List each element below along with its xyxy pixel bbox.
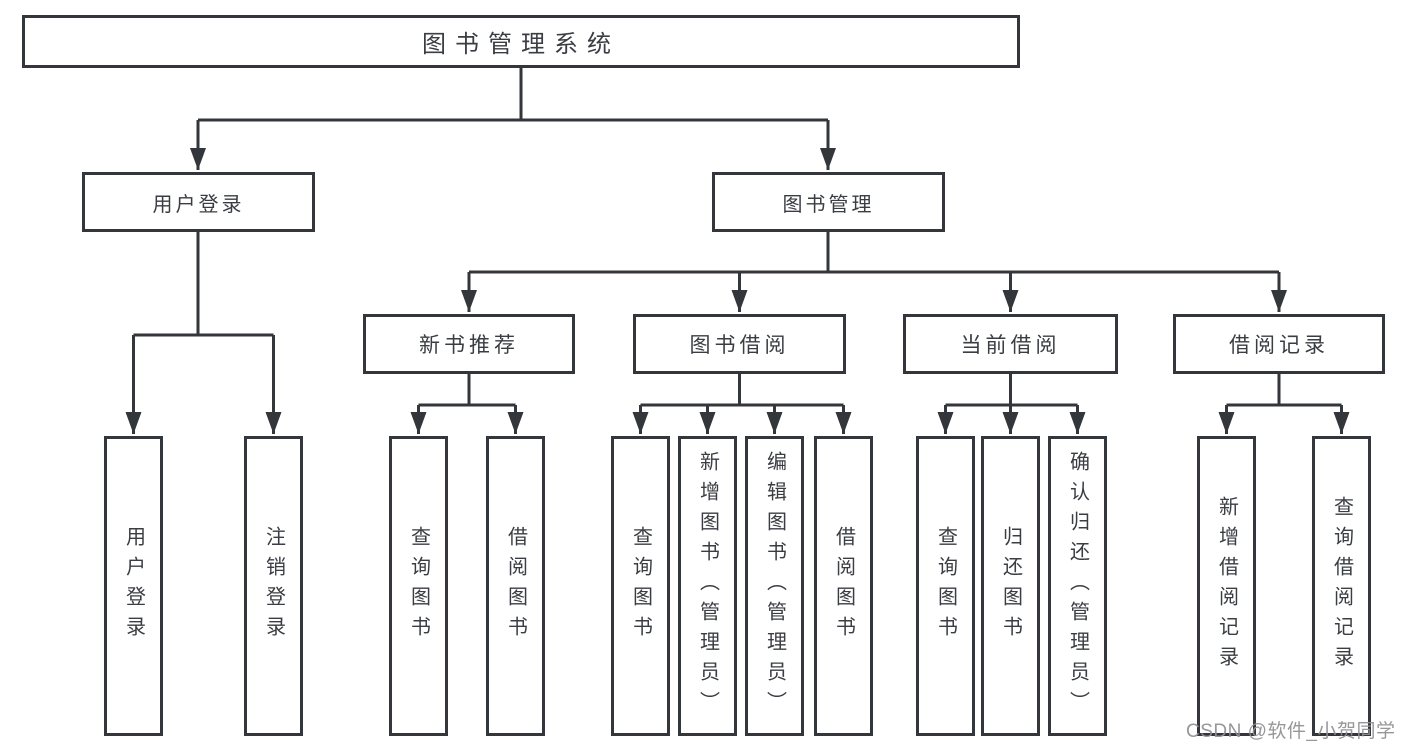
node-label: 图书管理 [782,193,875,216]
node-book-management: 图书管理 [712,172,945,232]
leaf-label: 新增图书（管理员） [696,451,719,721]
leaf-logout: 注销登录 [244,436,303,736]
leaf-return-books: 归还图书 [981,436,1040,736]
node-label: 借阅记录 [1229,334,1329,357]
leaf-label: 借阅图书 [832,526,855,646]
leaf-borrow-books-2: 借阅图书 [814,436,873,736]
node-root: 图书管理系统 [22,15,1020,68]
leaf-label: 查询图书 [934,526,957,646]
leaf-add-borrow-record: 新增借阅记录 [1197,436,1256,736]
leaf-query-books-2: 查询图书 [611,436,670,736]
csdn-watermark: CSDN @软件_小贺同学 [1186,721,1396,742]
node-borrowing-records: 借阅记录 [1173,314,1385,374]
leaf-label: 借阅图书 [504,526,527,646]
leaf-query-books-3: 查询图书 [916,436,975,736]
node-label: 用户登录 [152,193,245,216]
leaf-label: 归还图书 [999,526,1022,646]
leaf-edit-books-admin: 编辑图书（管理员） [745,436,804,736]
leaf-confirm-return-admin: 确认归还（管理员） [1048,436,1107,736]
leaf-label: 查询图书 [629,526,652,646]
leaf-label: 确认归还（管理员） [1066,451,1089,721]
leaf-label: 查询借阅记录 [1330,496,1353,676]
node-current-borrowing: 当前借阅 [903,314,1118,374]
leaf-label: 注销登录 [262,526,285,646]
leaf-add-books-admin: 新增图书（管理员） [678,436,737,736]
node-user-login: 用户登录 [82,172,315,232]
node-label: 当前借阅 [960,334,1061,357]
leaf-label: 用户登录 [122,526,145,646]
node-new-book-recommend: 新书推荐 [363,314,575,374]
leaf-user-login: 用户登录 [104,436,163,736]
leaf-label: 编辑图书（管理员） [763,451,786,721]
leaf-query-books-1: 查询图书 [389,436,448,736]
leaf-query-borrow-record: 查询借阅记录 [1312,436,1371,736]
node-label: 新书推荐 [419,334,519,357]
node-label: 图书借阅 [689,334,790,357]
node-root-label: 图书管理系统 [422,31,620,58]
leaf-label: 新增借阅记录 [1215,496,1238,676]
leaf-label: 查询图书 [407,526,430,646]
leaf-borrow-books-1: 借阅图书 [486,436,545,736]
node-book-borrowing: 图书借阅 [633,314,846,374]
